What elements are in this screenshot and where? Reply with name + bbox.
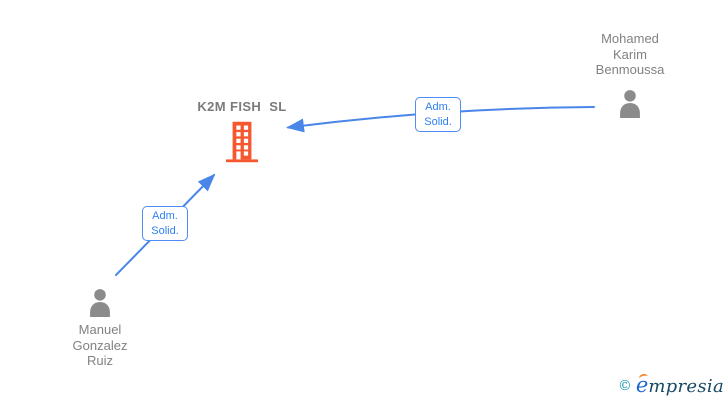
person-name-line: Karim	[613, 46, 647, 62]
person-node-mohamed[interactable]	[616, 88, 644, 118]
person-name-line: Gonzalez	[72, 337, 128, 353]
person-node-manuel[interactable]	[86, 287, 114, 317]
person-name-line: Manuel	[78, 322, 122, 337]
edge-label-manuel-adm-solid: Adm. Solid.	[142, 206, 188, 241]
person-name-manuel[interactable]: Manuel Gonzalez Ruiz	[30, 322, 170, 369]
logo-letter-e: e	[635, 373, 649, 397]
edge-label-line: Adm.	[152, 210, 178, 222]
company-name[interactable]: K2M FISH SL	[197, 99, 287, 114]
copyright-icon: ©	[617, 378, 632, 394]
person-name-line: Mohamed	[601, 31, 659, 46]
edge-label-line: Solid.	[151, 224, 179, 237]
empresia-logo[interactable]: © e mpresia	[618, 373, 724, 397]
person-icon	[620, 90, 640, 118]
edge-label-mohamed-adm-solid: Adm. Solid.	[415, 97, 461, 132]
edge-label-line: Solid.	[424, 115, 452, 128]
logo-wordmark: mpresia	[648, 376, 724, 397]
edge-label-line: Adm.	[425, 101, 451, 113]
person-icon	[90, 289, 110, 317]
person-name-line: Benmoussa	[595, 62, 665, 77]
person-name-line: Ruiz	[86, 353, 113, 368]
company-node[interactable]	[226, 121, 258, 163]
building-icon	[226, 121, 258, 163]
person-name-mohamed[interactable]: Mohamed Karim Benmoussa	[555, 31, 705, 78]
